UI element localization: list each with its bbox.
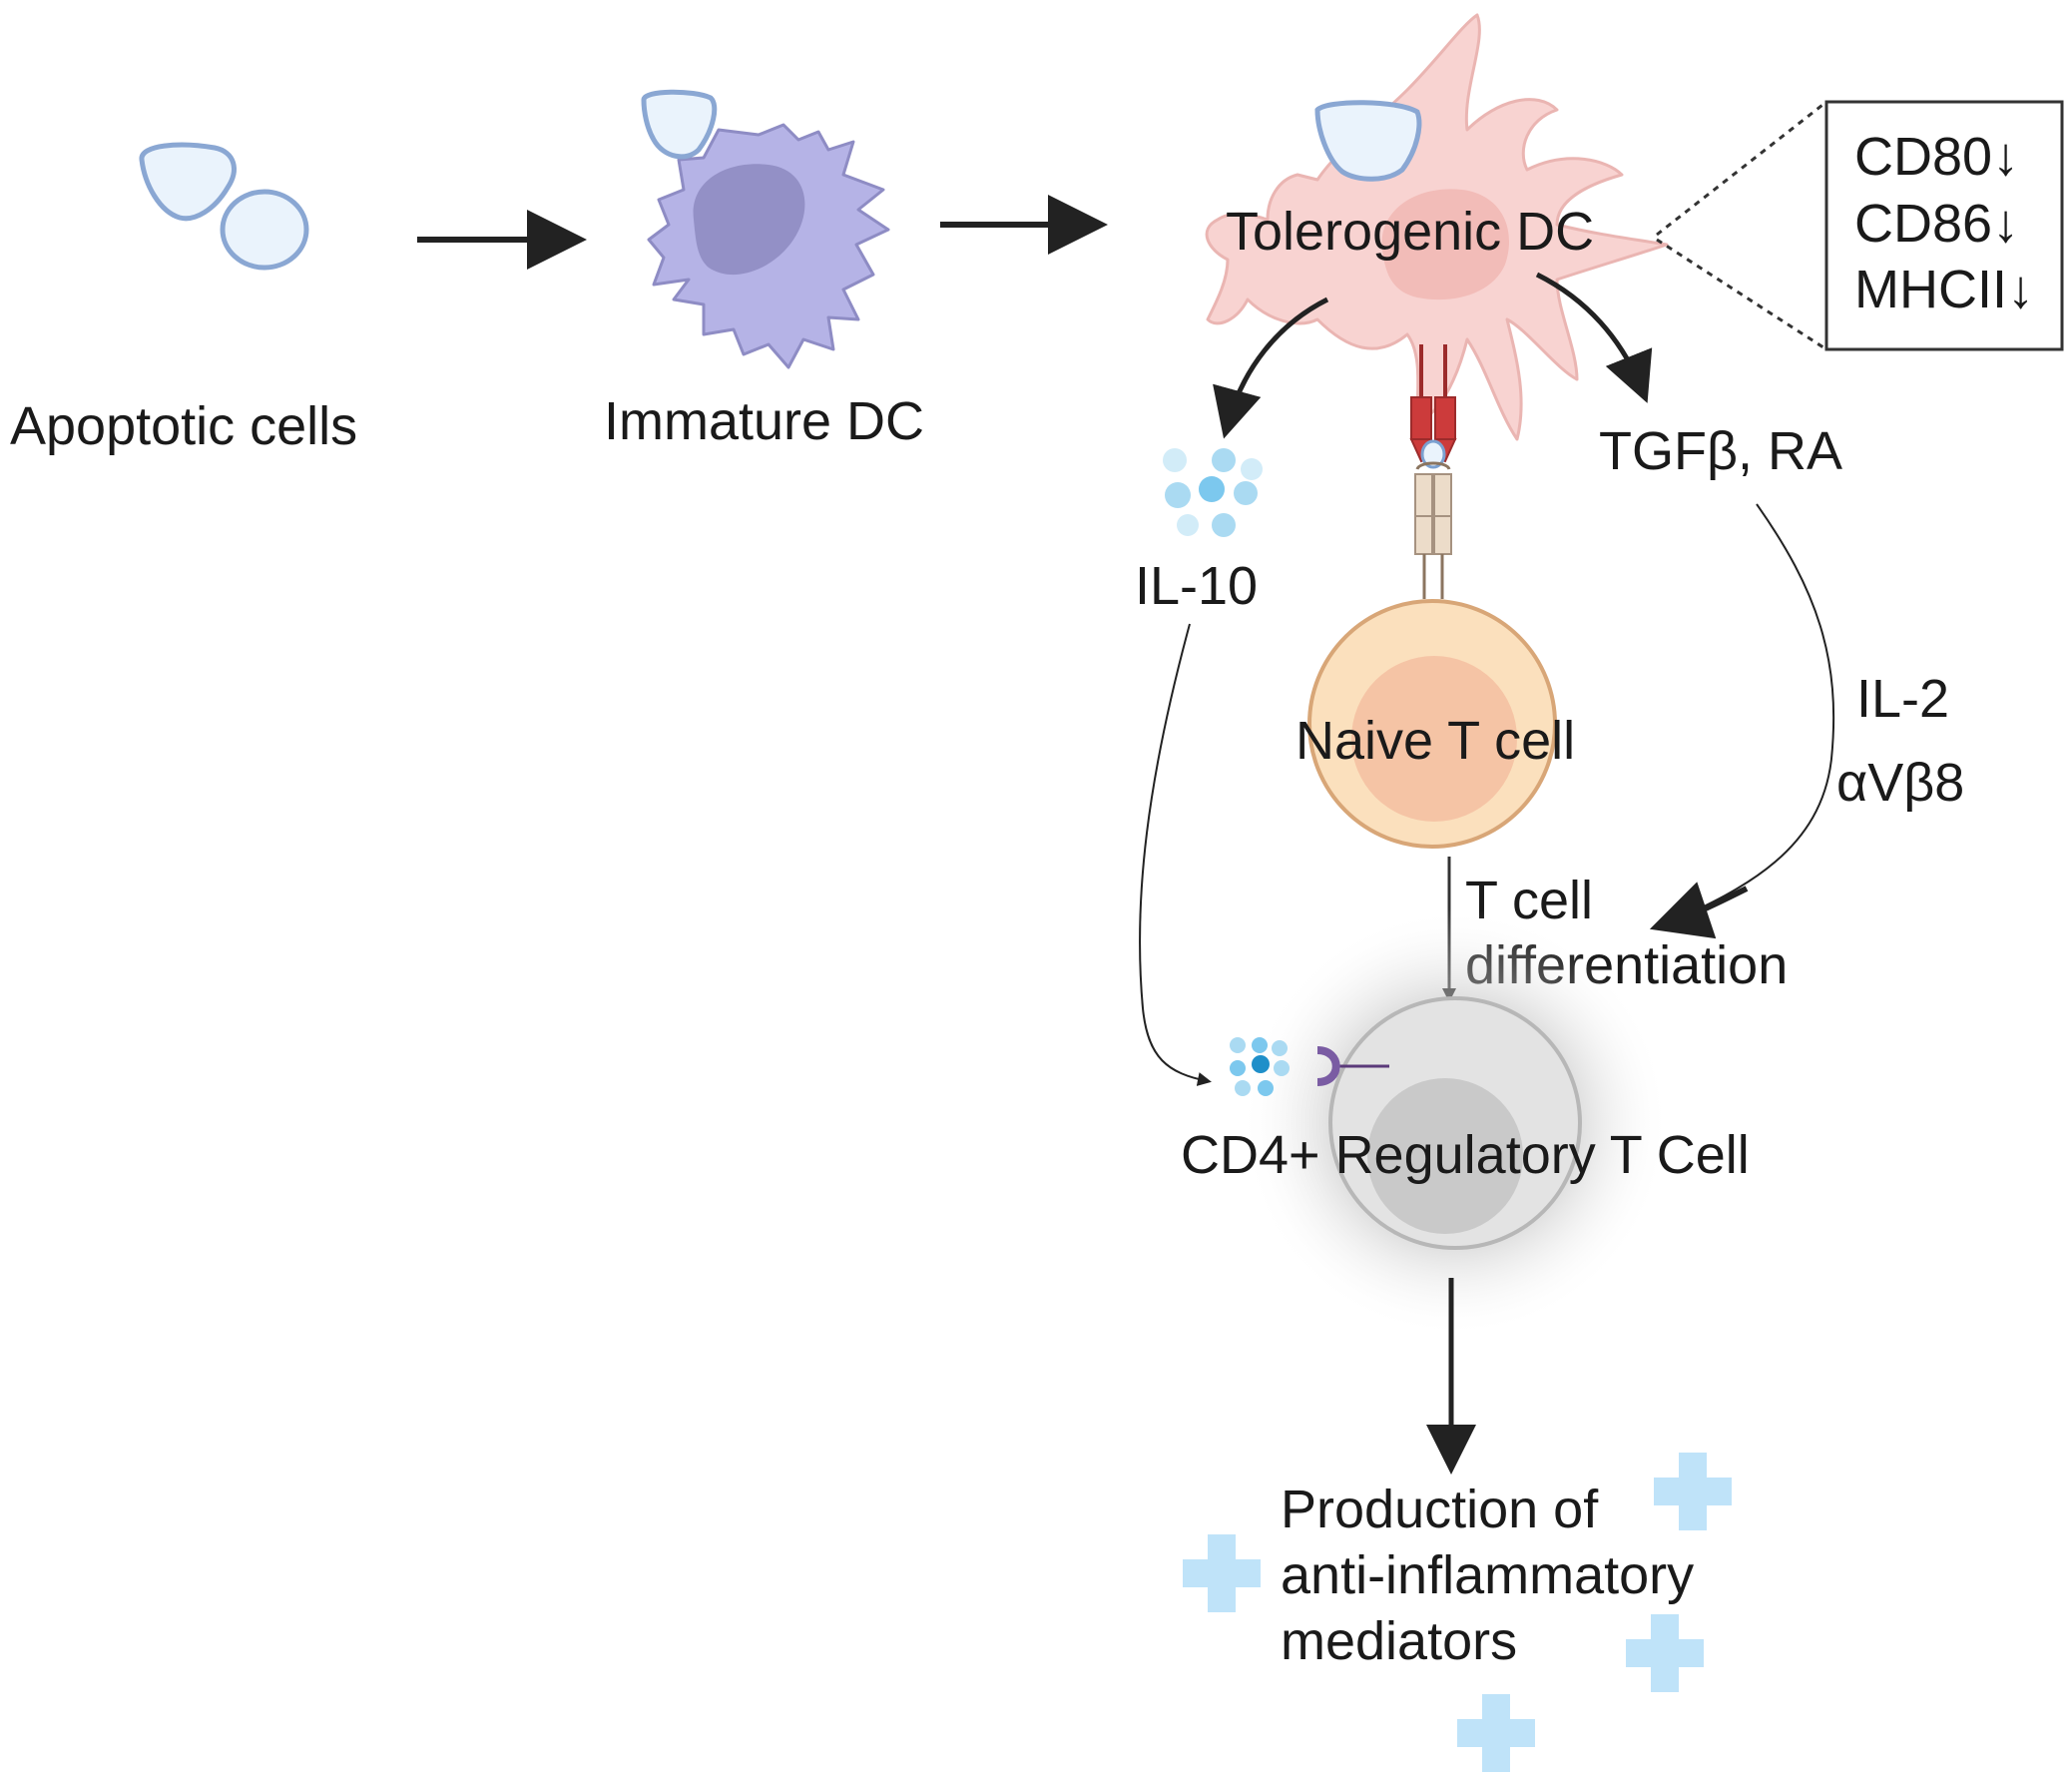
marker-cd80: CD80↓ <box>1854 127 2019 187</box>
il10-cytokine-icon <box>1163 448 1263 537</box>
il10-label: IL-10 <box>1135 556 1258 616</box>
arrow-tgfb-to-differentiation <box>1666 503 1835 924</box>
naive-t-cell-icon <box>1307 599 1557 849</box>
tolerogenic-dc-icon <box>1205 13 1669 441</box>
marker-cd86: CD86↓ <box>1854 194 2019 254</box>
plus-icon <box>1183 1534 1261 1612</box>
il10-receptor-icon <box>1230 1037 1389 1096</box>
plus-icon <box>1654 1453 1732 1530</box>
il2-label: IL-2 <box>1856 669 1949 729</box>
arrow-dc-to-il10 <box>1213 297 1329 439</box>
treg-cell-icon <box>1241 908 1670 1338</box>
apoptotic-cells-label: Apoptotic cells <box>10 396 357 456</box>
arrow-dc-to-tgfb <box>1535 272 1653 403</box>
plus-icon <box>1457 1694 1535 1772</box>
callout-line-bottom <box>1656 238 1827 351</box>
callout-line-top <box>1656 100 1827 237</box>
tgfb-ra-label: TGFβ, RA <box>1599 421 1842 481</box>
production-line2: anti-inflammatory <box>1281 1545 1694 1605</box>
avb8-label: αVβ8 <box>1836 753 1964 813</box>
apoptotic-cells-icon <box>139 142 309 271</box>
production-line1: Production of <box>1281 1480 1599 1539</box>
production-line3: mediators <box>1281 1611 1517 1671</box>
marker-mhcii: MHCII↓ <box>1854 260 2034 319</box>
arrow-il10-to-treg <box>1139 623 1212 1086</box>
treg-label: CD4+ Regulatory T Cell <box>1181 1125 1750 1185</box>
mhc-tcr-receptor-icon <box>1409 344 1457 599</box>
immature-dc-label: Immature DC <box>604 391 924 451</box>
tolerogenic-dc-label: Tolerogenic DC <box>1226 202 1594 262</box>
naive-t-cell-label: Naive T cell <box>1295 711 1575 771</box>
plus-icon <box>1626 1614 1704 1692</box>
marker-box: CD80↓ CD86↓ MHCII↓ <box>1824 100 2064 351</box>
arrow-tgfb-head <box>1649 882 1749 939</box>
immature-dc-icon <box>641 89 890 369</box>
